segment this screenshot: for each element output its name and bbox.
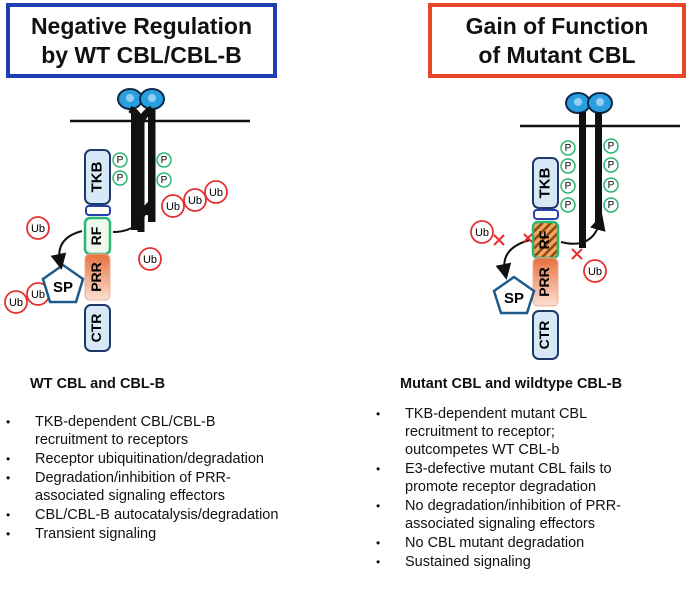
svg-text:P: P (117, 173, 124, 184)
right-blocked-ub-transfer-arrow (495, 239, 531, 280)
right-linker (533, 209, 559, 220)
svg-text:P: P (565, 200, 572, 211)
list-item: E3-defective mutant CBL fails to promote… (370, 460, 693, 496)
block-x-icon (493, 233, 583, 260)
left-linker (85, 205, 111, 216)
left-ubiquitin-chain: Ub Ub Ub Ub Ub Ub Ub (4, 180, 228, 314)
svg-text:Ub: Ub (166, 201, 180, 213)
right-list-heading: Mutant CBL and wildtype CBL-B (400, 376, 623, 392)
left-list-heading: WT CBL and CBL-B (30, 376, 166, 392)
right-rf-label: RF (536, 230, 552, 249)
svg-text:Ub: Ub (31, 289, 45, 301)
left-diagram: TKB RF PRR CTR P P P P Ub Ub Ub Ub Ub Ub… (4, 88, 250, 352)
right-phospho-sites: P P P P P P P P (560, 138, 619, 213)
right-blocked-receptor-ub-arrow (560, 214, 606, 245)
list-item: No CBL mutant degradation (370, 534, 693, 552)
left-phospho-sites: P P P P (112, 152, 172, 188)
svg-text:P: P (608, 160, 615, 171)
right-ctr-domain (532, 310, 559, 360)
svg-text:P: P (608, 141, 615, 152)
right-panel-title: Gain of Function of Mutant CBL (428, 3, 686, 78)
right-diagram: TKB RF PRR CTR P P P P P P P P Ub Ub SP (470, 92, 680, 360)
svg-text:Ub: Ub (188, 195, 202, 207)
left-ctr-label: CTR (88, 314, 104, 343)
list-item: Receptor ubiquitination/degradation (0, 450, 380, 468)
svg-text:Ub: Ub (143, 254, 157, 266)
right-sp-label: SP (504, 290, 524, 307)
left-prr-domain (84, 253, 111, 301)
right-receptor-chain (579, 112, 586, 248)
right-tkb-label: TKB (536, 167, 553, 198)
list-item: No degradation/inhibition of PRR- associ… (370, 497, 693, 533)
svg-text:P: P (608, 180, 615, 191)
svg-text:P: P (608, 200, 615, 211)
left-receptor-ub-arrow (112, 199, 154, 233)
left-tkb-label: TKB (88, 161, 105, 192)
svg-text:Ub: Ub (475, 227, 489, 239)
left-tkb-domain (84, 149, 111, 205)
left-rf-label: RF (88, 226, 104, 245)
list-item: CBL/CBL-B autocatalysis/degradation (0, 506, 380, 524)
left-sp-label: SP (53, 279, 73, 296)
left-sp-effector (41, 263, 85, 304)
list-item: Degradation/inhibition of PRR- associate… (0, 469, 380, 505)
svg-text:Ub: Ub (9, 297, 23, 309)
svg-text:P: P (161, 155, 168, 166)
left-panel-title: Negative Regulation by WT CBL/CBL-B (6, 3, 277, 78)
svg-text:P: P (161, 175, 168, 186)
list-item: TKB-dependent mutant CBL recruitment to … (370, 405, 693, 459)
list-item: TKB-dependent CBL/CBL-B recruitment to r… (0, 413, 380, 449)
left-prr-label: PRR (88, 262, 104, 292)
left-bullet-list: TKB-dependent CBL/CBL-B recruitment to r… (0, 413, 380, 544)
right-ctr-label: CTR (536, 321, 552, 350)
right-receptor-chain (595, 112, 602, 228)
svg-text:P: P (565, 143, 572, 154)
svg-text:Ub: Ub (31, 223, 45, 235)
right-bullet-list: TKB-dependent mutant CBL recruitment to … (370, 405, 693, 572)
list-item: Transient signaling (0, 525, 380, 543)
svg-text:P: P (117, 155, 124, 166)
right-ubiquitin: Ub Ub (470, 220, 607, 283)
left-ub-transfer-arrow (50, 230, 83, 270)
left-ctr-domain (84, 304, 111, 352)
svg-text:P: P (565, 181, 572, 192)
right-sp-effector (492, 275, 536, 315)
right-prr-label: PRR (536, 267, 552, 297)
right-tkb-domain (532, 157, 559, 209)
svg-text:P: P (565, 161, 572, 172)
svg-text:Ub: Ub (588, 266, 602, 278)
list-item: Sustained signaling (370, 553, 693, 571)
svg-text:Ub: Ub (209, 187, 223, 199)
right-prr-domain (532, 257, 559, 307)
